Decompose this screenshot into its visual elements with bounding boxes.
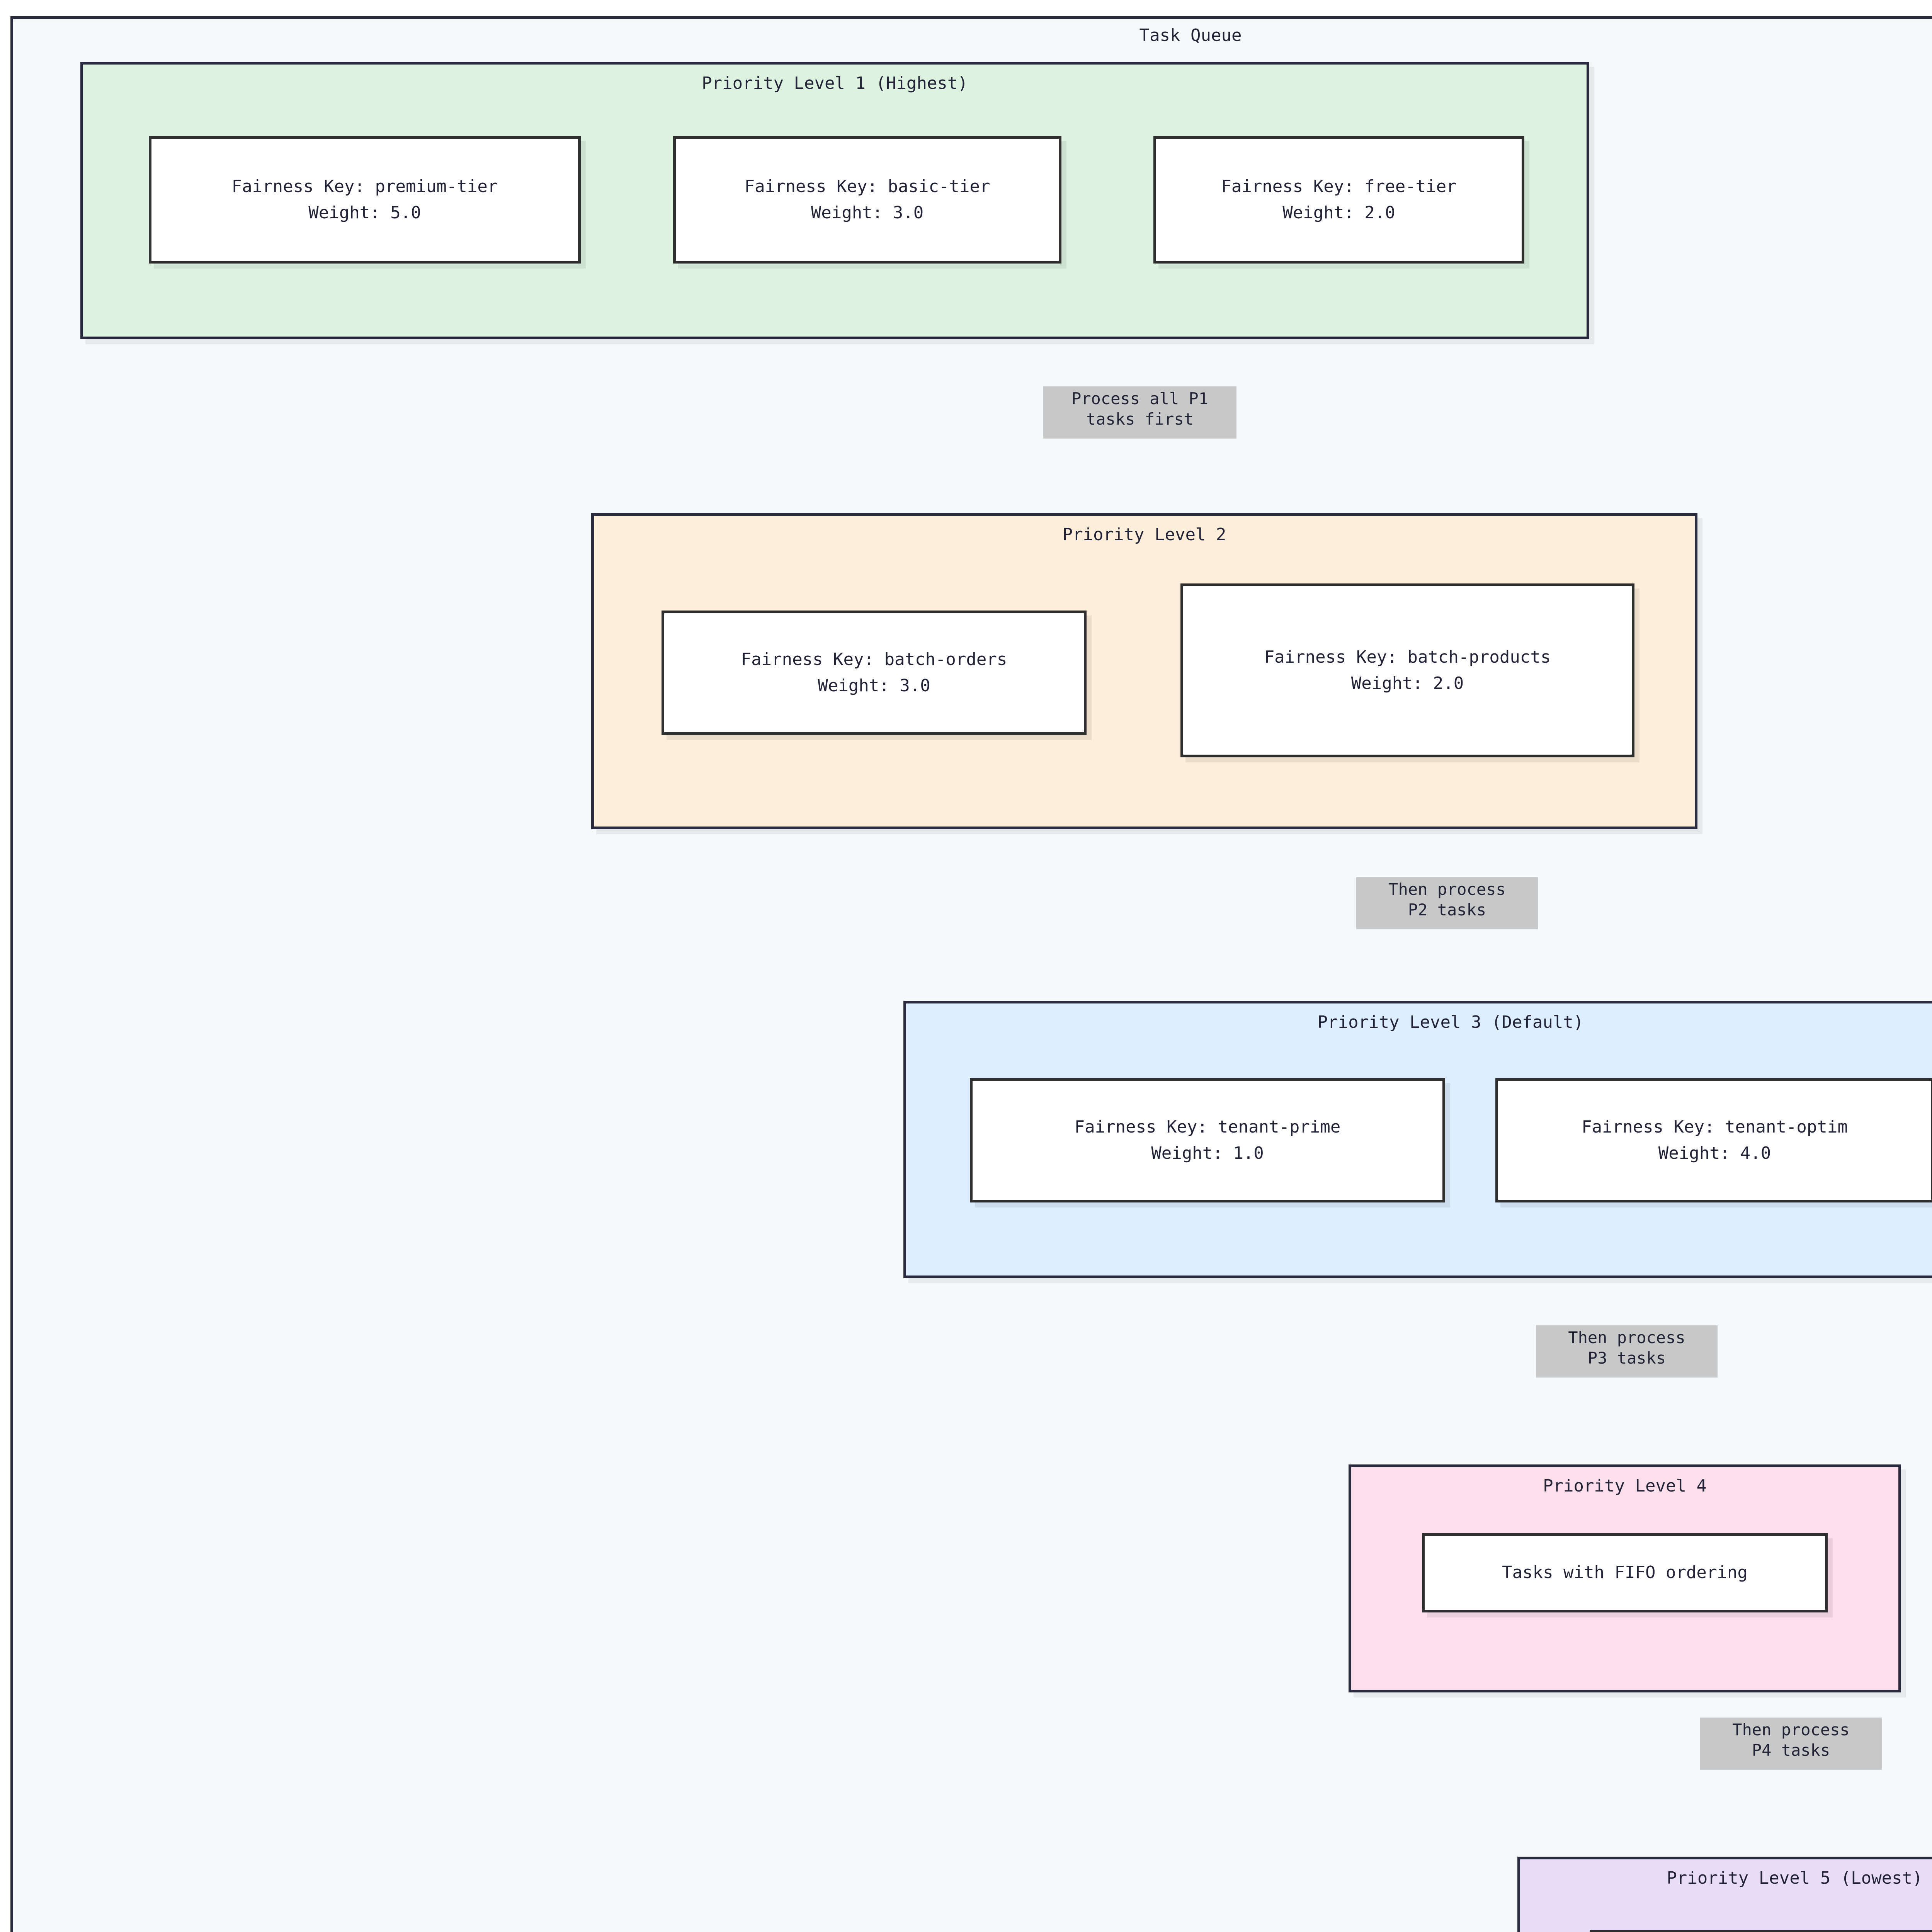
edge-label-p4-to-p5: Then process P4 tasks bbox=[1700, 1718, 1882, 1770]
fairness-node-tenant-optim: Fairness Key: tenant-optim Weight: 4.0 bbox=[1495, 1078, 1932, 1202]
fairness-weight-label: Weight: 5.0 bbox=[308, 203, 421, 223]
fairness-weight-label: Weight: 2.0 bbox=[1282, 203, 1395, 223]
fairness-node-free-tier: Fairness Key: free-tier Weight: 2.0 bbox=[1153, 136, 1524, 264]
fairness-weight-label: Weight: 3.0 bbox=[811, 203, 924, 223]
fifo-node-priority-5: Tasks with FIFO ordering bbox=[1590, 1930, 1932, 1932]
edge-label-p2-to-p3: Then process P2 tasks bbox=[1356, 877, 1538, 929]
fairness-node-premium-tier: Fairness Key: premium-tier Weight: 5.0 bbox=[149, 136, 581, 264]
fairness-key-label: Fairness Key: free-tier bbox=[1221, 176, 1457, 196]
fairness-node-batch-products: Fairness Key: batch-products Weight: 2.0 bbox=[1180, 583, 1634, 757]
fairness-node-basic-tier: Fairness Key: basic-tier Weight: 3.0 bbox=[673, 136, 1061, 264]
cluster-priority-level-5-title: Priority Level 5 (Lowest) bbox=[1667, 1868, 1923, 1888]
fairness-key-label: Fairness Key: premium-tier bbox=[231, 176, 498, 196]
fairness-node-batch-orders: Fairness Key: batch-orders Weight: 3.0 bbox=[662, 611, 1087, 735]
task-queue-title: Task Queue bbox=[1139, 26, 1242, 45]
fairness-key-label: Fairness Key: batch-orders bbox=[741, 649, 1007, 669]
fairness-key-label: Fairness Key: batch-products bbox=[1264, 647, 1551, 667]
edge-label-p3-to-p4: Then process P3 tasks bbox=[1536, 1325, 1718, 1378]
cluster-priority-level-5 bbox=[1517, 1857, 1932, 1932]
fairness-key-label: Fairness Key: tenant-optim bbox=[1582, 1117, 1848, 1137]
fairness-key-label: Fairness Key: tenant-prime bbox=[1074, 1117, 1341, 1137]
fairness-weight-label: Weight: 1.0 bbox=[1151, 1143, 1264, 1163]
fairness-node-tenant-prime: Fairness Key: tenant-prime Weight: 1.0 bbox=[970, 1078, 1445, 1202]
fifo-label: Tasks with FIFO ordering bbox=[1502, 1563, 1748, 1583]
fifo-node-priority-4: Tasks with FIFO ordering bbox=[1422, 1533, 1828, 1612]
fairness-key-label: Fairness Key: basic-tier bbox=[744, 176, 990, 196]
fairness-weight-label: Weight: 4.0 bbox=[1658, 1143, 1771, 1163]
cluster-priority-level-2-title: Priority Level 2 bbox=[1062, 525, 1226, 544]
fairness-weight-label: Weight: 2.0 bbox=[1351, 673, 1464, 693]
edge-label-p1-to-p2: Process all P1 tasks first bbox=[1043, 386, 1236, 439]
cluster-priority-level-4-title: Priority Level 4 bbox=[1543, 1476, 1707, 1496]
fairness-weight-label: Weight: 3.0 bbox=[818, 676, 930, 696]
cluster-priority-level-3-title: Priority Level 3 (Default) bbox=[1317, 1012, 1584, 1032]
cluster-priority-level-1-title: Priority Level 1 (Highest) bbox=[702, 73, 968, 93]
